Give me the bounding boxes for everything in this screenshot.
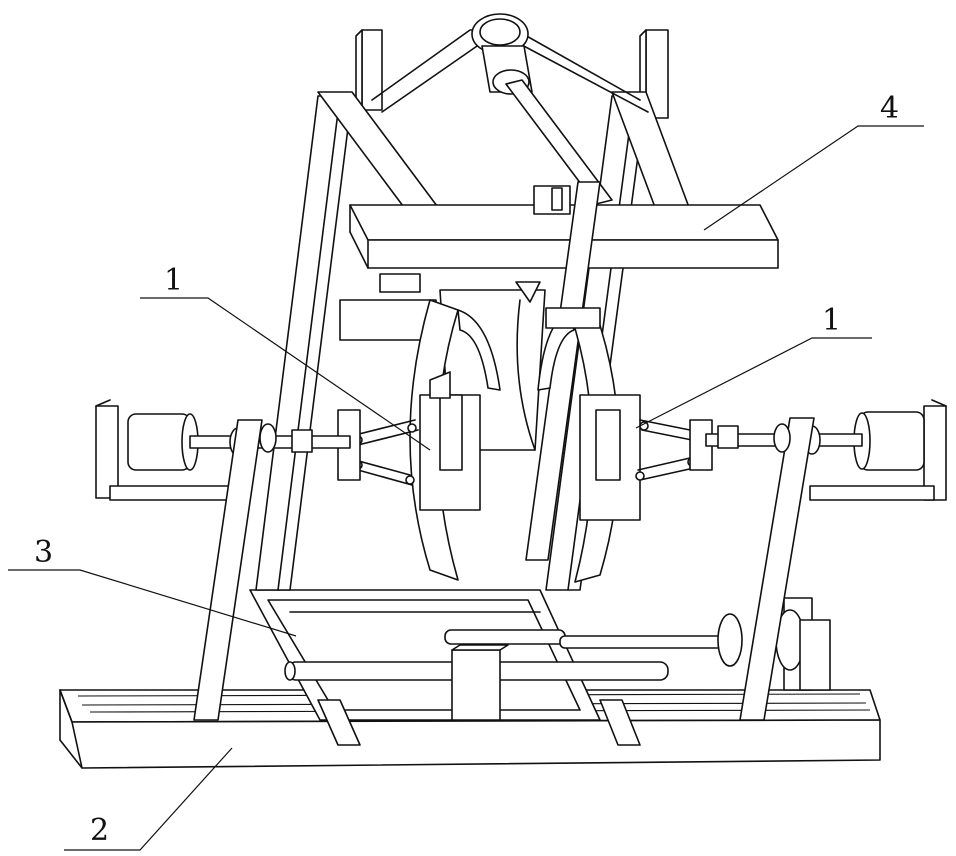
left-clamp [338, 300, 500, 580]
callout-3: 3 [34, 535, 53, 570]
callout-1-left: 1 [164, 263, 183, 298]
callout-2: 2 [90, 813, 109, 848]
callout-4: 4 [880, 91, 899, 126]
slider-block [452, 645, 508, 720]
callout-1-right: 1 [822, 303, 841, 338]
